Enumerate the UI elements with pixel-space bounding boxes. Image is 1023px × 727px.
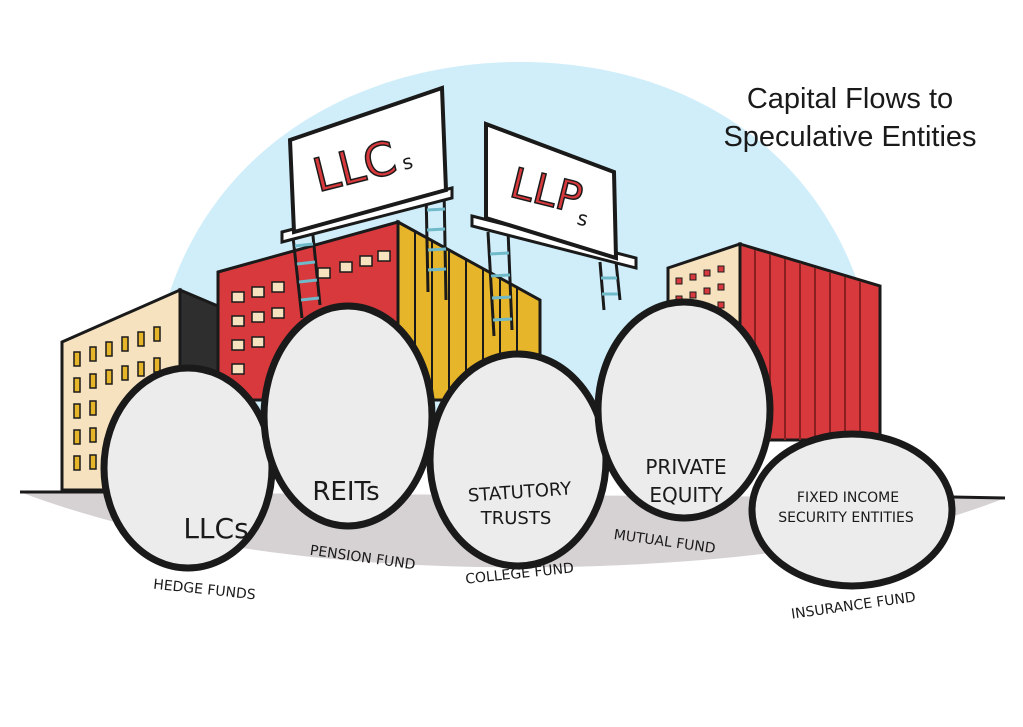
- title-line-1: Capital Flows to: [746, 83, 954, 115]
- egg-1-fund-label: HEDGE FUNDS: [152, 577, 256, 604]
- egg-1-label-line-1: LLCs: [183, 512, 248, 545]
- egg-5-label-line-2: SECURITY ENTITIES: [778, 510, 914, 526]
- egg-2-label-line-1: REITs: [312, 477, 379, 507]
- egg-statutory-trusts: STATUTORY TRUSTS COLLEGE FUND: [426, 350, 610, 588]
- egg-fixed-income: FIXED INCOME SECURITY ENTITIES INSURANCE…: [748, 430, 956, 623]
- egg-4-label-line-1: PRIVATE: [645, 455, 726, 479]
- page-title: Capital Flows to Speculative Entities: [690, 80, 1010, 156]
- egg-llcs: LLCs HEDGE FUNDS: [100, 364, 276, 604]
- egg-5-label-line-1: FIXED INCOME: [797, 490, 899, 506]
- billboard-llps: LLP s: [470, 121, 638, 337]
- billboard-llcs: LLC s: [280, 85, 454, 319]
- title-line-2: Speculative Entities: [723, 121, 977, 153]
- egg-4-label-line-2: EQUITY: [649, 483, 723, 507]
- egg-3-label-line-2: TRUSTS: [480, 508, 552, 529]
- egg-5-fund-label: INSURANCE FUND: [790, 589, 917, 622]
